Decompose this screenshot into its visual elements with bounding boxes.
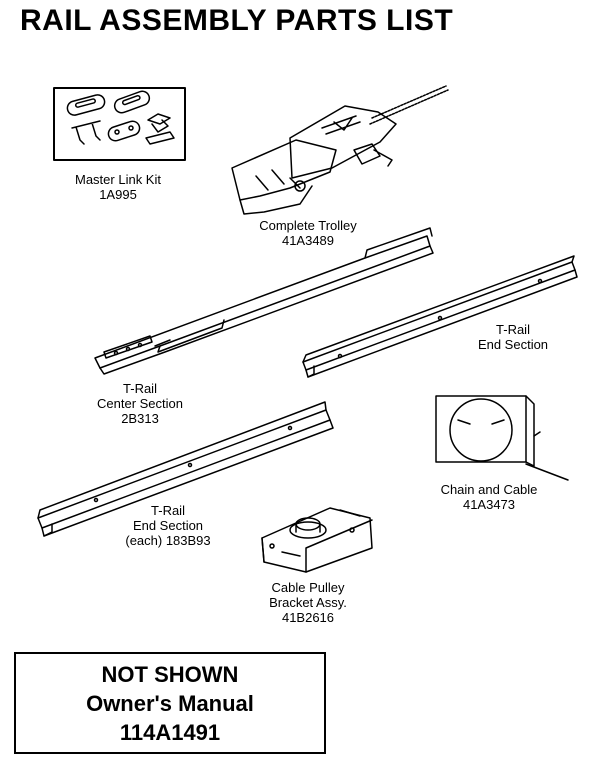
not-shown-box: NOT SHOWN Owner's Manual 114A1491 — [14, 652, 326, 754]
chain-and-cable-label: Chain and Cable 41A3473 — [426, 482, 552, 512]
t-rail-center-label: T-Rail Center Section 2B313 — [80, 381, 200, 426]
chain-and-cable-illustration — [435, 395, 569, 481]
t-rail-end-upper-name-line1: T-Rail — [496, 322, 530, 337]
t-rail-end-lower-number: (each) 183B93 — [125, 533, 211, 548]
t-rail-center-name-line1: T-Rail — [123, 381, 157, 396]
t-rail-end-lower-illustration — [37, 401, 334, 537]
chain-and-cable-name: Chain and Cable — [440, 482, 538, 497]
cable-pulley-number: 41B2616 — [281, 610, 335, 625]
complete-trolley-label: Complete Trolley 41A3489 — [246, 218, 370, 248]
t-rail-center-name-line2: Center Section — [97, 396, 183, 411]
master-link-kit-label: Master Link Kit 1A995 — [58, 172, 178, 202]
cable-pulley-name-line1: Cable Pulley — [271, 580, 345, 595]
complete-trolley-number: 41A3489 — [281, 233, 335, 248]
t-rail-end-lower-name-line2: End Section — [132, 518, 204, 533]
not-shown-heading: NOT SHOWN — [101, 662, 239, 687]
owners-manual-number: 114A1491 — [119, 720, 221, 745]
cable-pulley-bracket-illustration — [261, 507, 373, 573]
chain-and-cable-number: 41A3473 — [462, 497, 516, 512]
t-rail-end-upper-name-line2: End Section — [477, 337, 549, 352]
cable-pulley-label: Cable Pulley Bracket Assy. 41B2616 — [246, 580, 370, 625]
master-link-kit-illustration — [53, 87, 186, 161]
master-link-kit-number: 1A995 — [99, 187, 137, 202]
t-rail-end-lower-label: T-Rail End Section (each) 183B93 — [102, 503, 234, 548]
complete-trolley-name: Complete Trolley — [259, 218, 357, 233]
t-rail-end-upper-label: T-Rail End Section — [460, 322, 566, 352]
cable-pulley-name-line2: Bracket Assy. — [269, 595, 347, 610]
owners-manual-label: Owner's Manual — [86, 691, 254, 716]
t-rail-end-upper-illustration — [302, 255, 578, 378]
master-link-kit-name: Master Link Kit — [75, 172, 161, 187]
t-rail-end-lower-name-line1: T-Rail — [151, 503, 185, 518]
complete-trolley-illustration — [231, 85, 449, 215]
t-rail-center-illustration — [94, 227, 434, 375]
t-rail-center-number: 2B313 — [121, 411, 159, 426]
page-title: RAIL ASSEMBLY PARTS LIST — [20, 4, 454, 37]
